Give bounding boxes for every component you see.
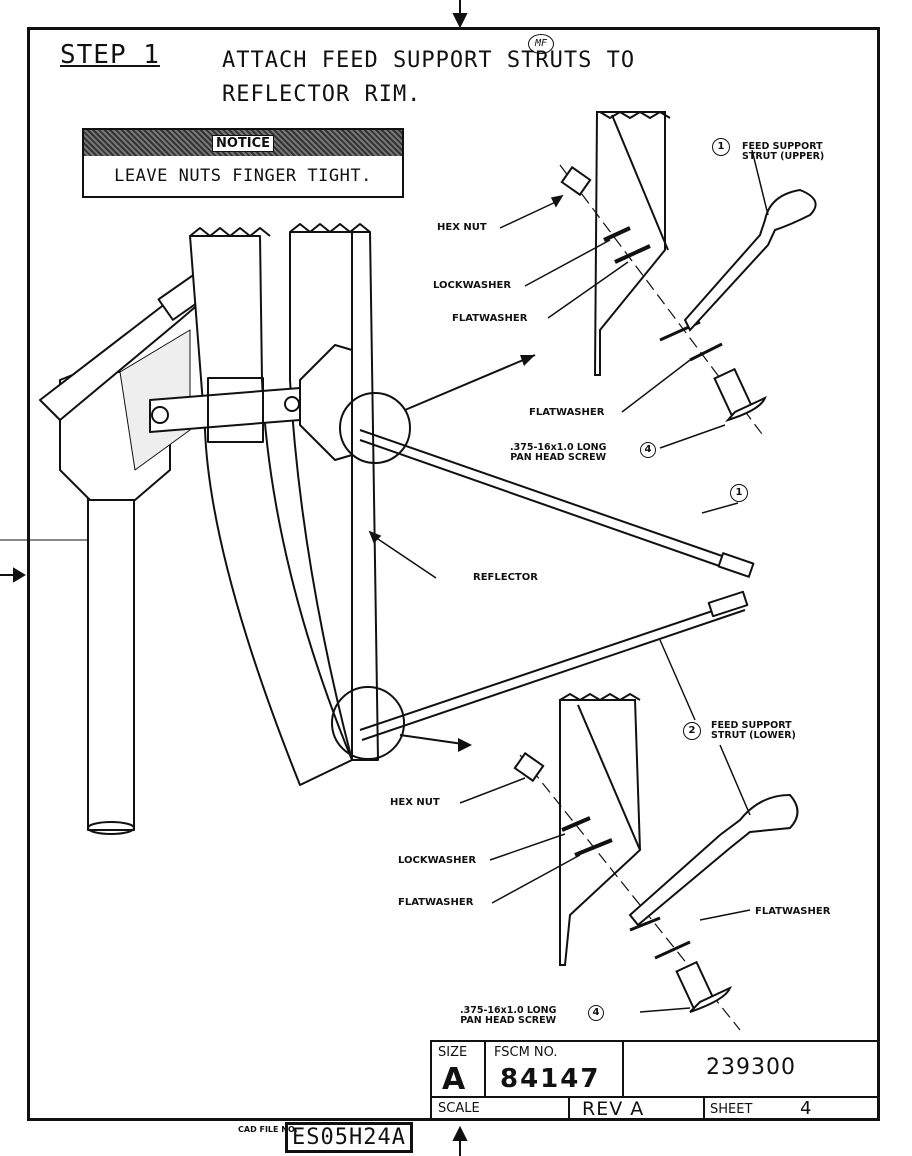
title-block: SIZE A FSCM NO. 84147 239300 SCALE REV A… — [430, 1040, 880, 1121]
label-flatwasher-lower-1: FLATWASHER — [398, 897, 474, 908]
label-strut-upper: FEED SUPPORT STRUT (UPPER) — [742, 142, 824, 162]
step-label: STEP 1 — [60, 40, 160, 70]
label-hex-nut-lower: HEX NUT — [390, 797, 440, 808]
label-lockwasher-upper: LOCKWASHER — [433, 280, 512, 291]
sheet-label: SHEET — [710, 1102, 753, 1117]
ref-1-main: 1 — [730, 484, 748, 502]
screw-upper-line1: .375-16x1.0 LONG — [510, 442, 607, 453]
title-line-2: REFLECTOR RIM. — [222, 82, 422, 107]
size-cell: SIZE A — [430, 1040, 484, 1097]
label-screw-lower: .375-16x1.0 LONG PAN HEAD SCREW — [460, 1006, 556, 1026]
notice-text: LEAVE NUTS FINGER TIGHT. — [114, 166, 372, 186]
rev-cell: REV A — [568, 1096, 703, 1121]
fscm-value: 84147 — [500, 1064, 601, 1094]
fscm-label: FSCM NO. — [494, 1045, 558, 1060]
label-lockwasher-lower: LOCKWASHER — [398, 855, 477, 866]
drawing-number: 239300 — [706, 1055, 796, 1080]
label-flatwasher-upper-1: FLATWASHER — [452, 313, 528, 324]
lower-detail — [513, 692, 799, 1031]
notice-heading: NOTICE — [211, 134, 275, 152]
upper-detail — [559, 110, 817, 439]
strut-lower-line1: FEED SUPPORT — [711, 720, 792, 731]
label-flatwasher-lower-2: FLATWASHER — [755, 906, 831, 917]
drawing-no-cell: 239300 — [622, 1040, 880, 1096]
sheet-value: 4 — [800, 1098, 812, 1119]
ref-1-upper: 1 — [712, 138, 730, 156]
label-screw-upper: .375-16x1.0 LONG PAN HEAD SCREW — [510, 443, 606, 463]
step-title: ATTACH FEED SUPPORT STRUTS TO REFLECTOR … — [222, 44, 635, 112]
rev-value: REV A — [582, 1098, 645, 1120]
sheet-cell: SHEET 4 — [703, 1096, 880, 1121]
size-label: SIZE — [438, 1045, 468, 1060]
size-value: A — [442, 1062, 466, 1097]
title-line-1: ATTACH FEED SUPPORT STRUTS TO — [222, 48, 636, 73]
label-flatwasher-upper-2: FLATWASHER — [529, 407, 605, 418]
screw-upper-line2: PAN HEAD SCREW — [510, 452, 607, 463]
screw-lower-line1: .375-16x1.0 LONG — [460, 1005, 557, 1016]
strut-upper-line1: FEED SUPPORT — [742, 141, 823, 152]
cad-file-number: ES05H24A — [285, 1122, 413, 1153]
label-hex-nut-upper: HEX NUT — [437, 222, 487, 233]
label-reflector: REFLECTOR — [473, 572, 538, 583]
scale-cell: SCALE — [430, 1096, 568, 1121]
ref-4-lower: 4 — [588, 1005, 604, 1021]
screw-lower-line2: PAN HEAD SCREW — [460, 1015, 557, 1026]
notice-header: NOTICE — [84, 130, 402, 156]
strut-upper-line2: STRUT (UPPER) — [742, 151, 825, 162]
cad-file-label: CAD FILE NO. — [238, 1125, 298, 1134]
ref-2-lower: 2 — [683, 722, 701, 740]
mast-pipe — [87, 494, 135, 831]
fscm-cell: FSCM NO. 84147 — [484, 1040, 622, 1096]
notice-box: NOTICE LEAVE NUTS FINGER TIGHT. — [82, 128, 404, 198]
mf-mark: MF — [528, 34, 554, 54]
scale-label: SCALE — [438, 1101, 480, 1116]
reflector-rim — [289, 231, 379, 761]
ref-4-upper: 4 — [640, 442, 656, 458]
strut-lower-line2: STRUT (LOWER) — [711, 730, 796, 741]
label-strut-lower: FEED SUPPORT STRUT (LOWER) — [711, 721, 796, 741]
